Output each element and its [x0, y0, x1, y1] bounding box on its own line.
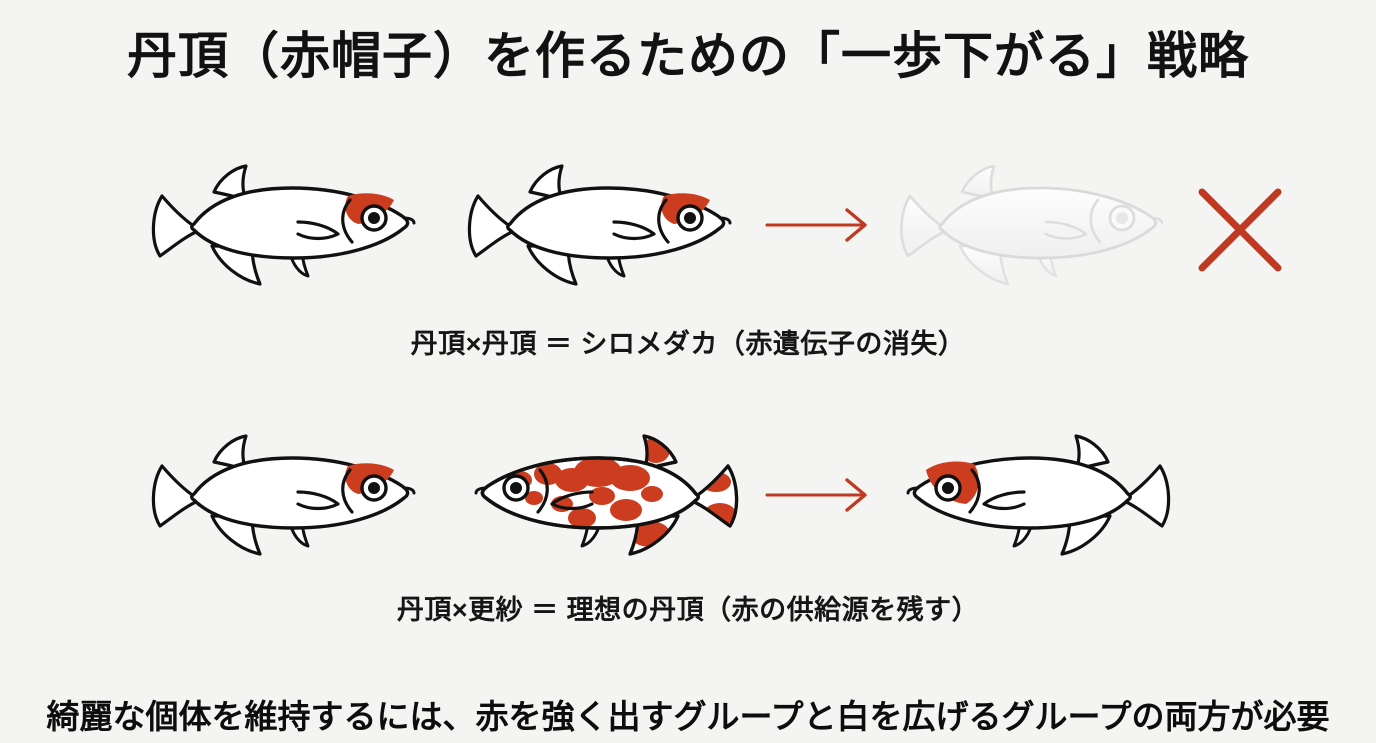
arrow-right-icon [765, 478, 867, 512]
row1-caption: 丹頂×丹頂 ＝ シロメダカ（赤遺伝子の消失） [410, 329, 966, 359]
x-mark-icon [1198, 188, 1282, 272]
sarasa-fish-icon [474, 434, 739, 556]
row2-arrow [765, 472, 875, 518]
row2-parent-a-tancho-fish [142, 430, 432, 570]
cross-row-1 [0, 160, 1376, 300]
page-title: 丹頂（赤帽子）を作るための「一歩下がる」戦略 [127, 28, 1249, 84]
tancho-fish-icon [467, 164, 732, 286]
row1-arrow [765, 202, 875, 248]
row2-parent-b-sarasa-fish [458, 430, 748, 570]
white-medaka-fish-icon [900, 164, 1164, 286]
ideal-tancho-fish-icon [906, 434, 1171, 556]
tancho-fish-icon [151, 164, 416, 286]
footer-note: 綺麗な個体を維持するには、赤を強く出すグループと白を広げるグループの両方が必要 [46, 698, 1330, 735]
row1-offspring-white-medaka-fish [890, 160, 1180, 300]
row1-parent-b-tancho-fish [458, 160, 748, 300]
arrow-right-icon [765, 208, 867, 242]
row1-verdict-x-mark [1192, 182, 1288, 278]
row2-offspring-ideal-tancho-fish [890, 430, 1180, 570]
row2-caption: 丹頂×更紗 ＝ 理想の丹頂（赤の供給源を残す） [396, 595, 980, 625]
tancho-fish-icon [151, 434, 416, 556]
row1-parent-a-tancho-fish [142, 160, 432, 300]
cross-row-2 [0, 430, 1376, 570]
